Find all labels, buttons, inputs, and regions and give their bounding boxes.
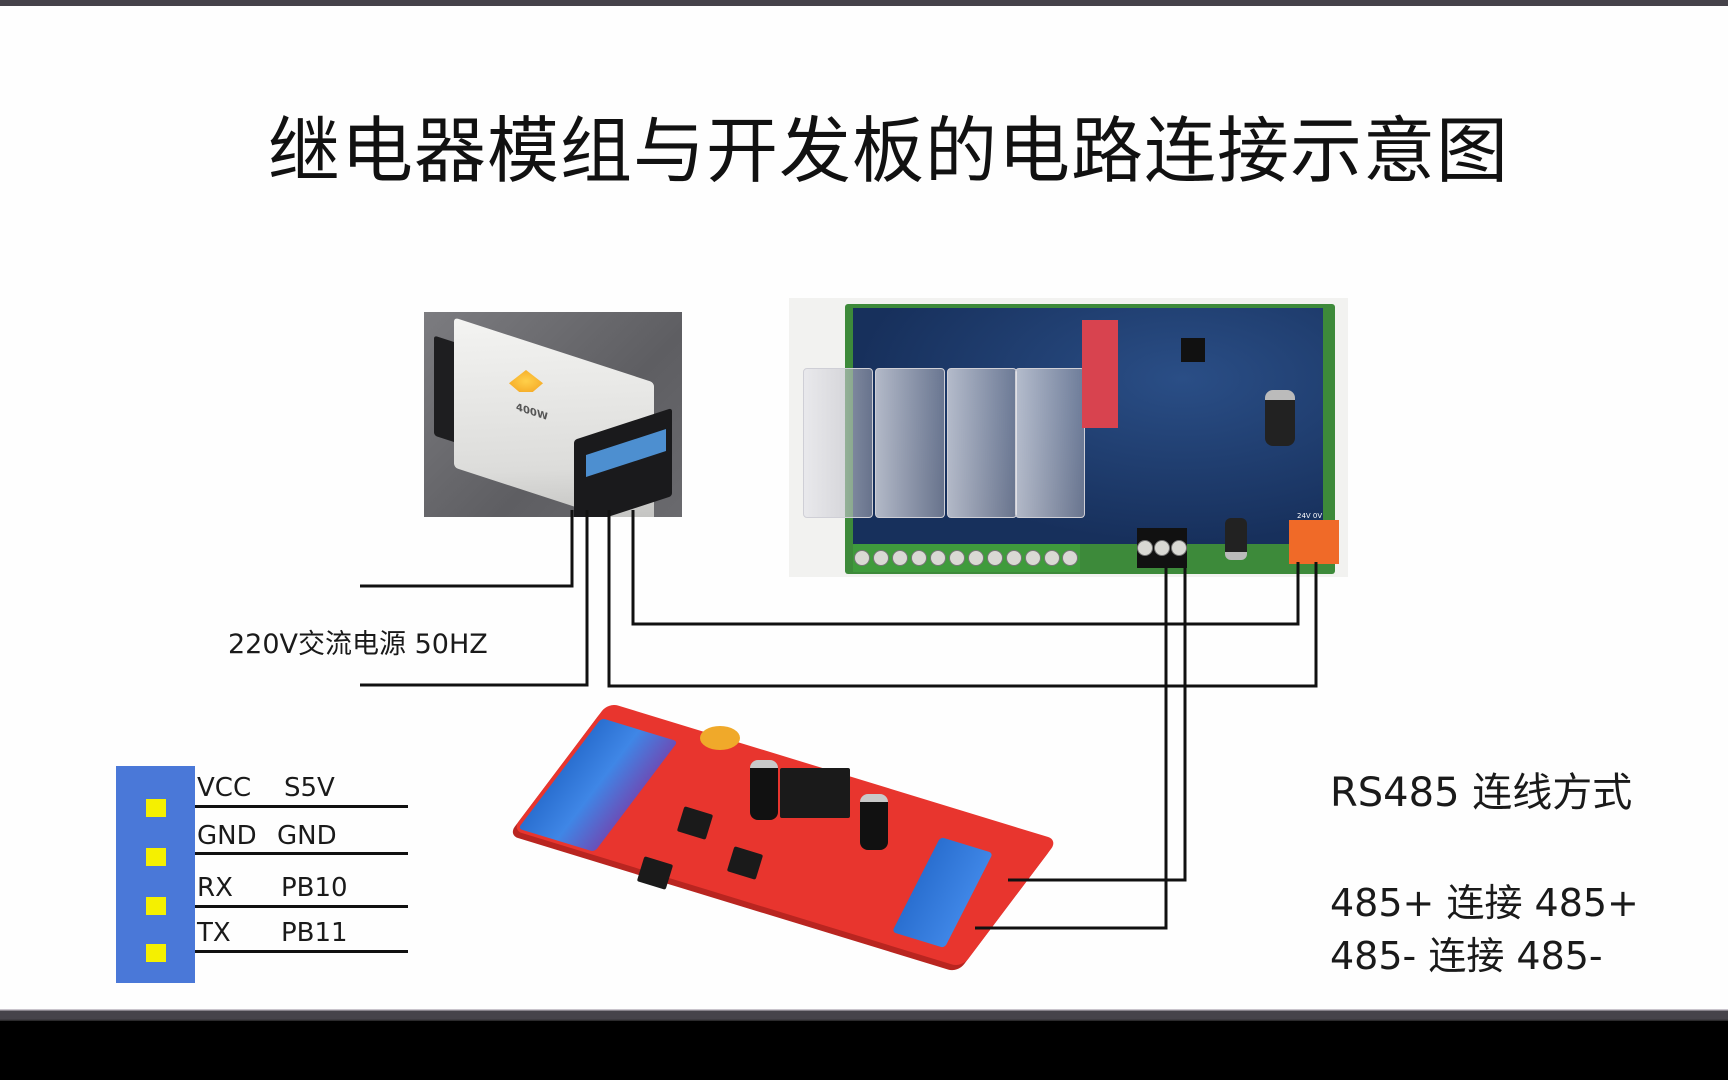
- pin-board-label: S5V: [284, 773, 335, 803]
- screw-icon: [1024, 550, 1041, 566]
- screw-icon: [967, 550, 984, 566]
- header-pin: [146, 799, 166, 817]
- slide-title: 继电器模组与开发板的电路连接示意图: [268, 109, 1510, 193]
- screw-icon: [854, 550, 871, 566]
- screw-icon: [1043, 550, 1060, 566]
- relay-unit: [875, 368, 945, 518]
- rs485-rule: 485- 连接 485-: [1330, 934, 1603, 978]
- screw-icon: [1062, 550, 1079, 566]
- pin-wire: [195, 852, 408, 855]
- dip-switch: [1082, 320, 1118, 428]
- pin-board-label: PB10: [281, 873, 348, 903]
- electrolytic-capacitor: [750, 760, 778, 820]
- power-input-terminal: [1289, 520, 1339, 564]
- header-pin: [146, 848, 166, 866]
- pin-wire: [195, 805, 408, 808]
- pin-wire: [195, 950, 408, 953]
- capacitor: [1265, 390, 1295, 446]
- relay-output-terminals: [853, 544, 1080, 572]
- rs485-heading: RS485 连线方式: [1330, 770, 1633, 816]
- ac-power-label: 220V交流电源 50HZ: [228, 629, 488, 660]
- ac-wire-neutral: [360, 510, 589, 687]
- dc-wire-24v: [631, 510, 1300, 626]
- rs485-wire-a: [1008, 560, 1187, 882]
- rs485-rule: 485+ 连接 485+: [1330, 881, 1639, 925]
- pin-signal-label: VCC: [197, 773, 252, 803]
- ac-wire-live: [360, 510, 574, 588]
- screw-icon: [1153, 540, 1170, 556]
- relay-unit: [1015, 368, 1085, 518]
- dc-wire-0v: [607, 510, 1318, 688]
- electrolytic-capacitor: [860, 794, 888, 850]
- screw-icon: [986, 550, 1003, 566]
- pin-board-label: PB11: [281, 918, 348, 948]
- screw-icon: [1170, 540, 1187, 556]
- mcu-chip: [1181, 338, 1205, 362]
- header-pin: [146, 944, 166, 962]
- isolation-module: [780, 768, 850, 818]
- pin-signal-label: GND: [197, 821, 257, 851]
- relay-unit: [803, 368, 873, 518]
- pin-board-label: GND: [277, 821, 337, 851]
- bottom-window-bar: [0, 1009, 1728, 1021]
- relay-module-photo: 24V 0V: [789, 298, 1348, 577]
- ceramic-capacitor: [700, 726, 740, 750]
- screw-icon: [892, 550, 909, 566]
- pin-signal-label: TX: [197, 918, 231, 948]
- power-supply-photo: 400W: [424, 312, 682, 517]
- screw-icon: [873, 550, 890, 566]
- screw-icon: [1137, 540, 1154, 556]
- power-terminal-label: 24V 0V: [1297, 512, 1323, 520]
- rs485-wire-b: [975, 560, 1168, 930]
- pin-wire: [195, 905, 408, 908]
- screw-icon: [948, 550, 965, 566]
- rs485-converter-photo: [510, 700, 1070, 990]
- rs485-terminal-block: [1137, 528, 1187, 568]
- capacitor: [1225, 518, 1247, 560]
- screw-icon: [1005, 550, 1022, 566]
- screw-icon: [930, 550, 947, 566]
- screw-icon: [911, 550, 928, 566]
- top-window-bar: [0, 0, 1728, 6]
- header-pin: [146, 897, 166, 915]
- relay-unit: [947, 368, 1017, 518]
- pin-header-connector: [116, 766, 195, 983]
- pin-signal-label: RX: [197, 873, 233, 903]
